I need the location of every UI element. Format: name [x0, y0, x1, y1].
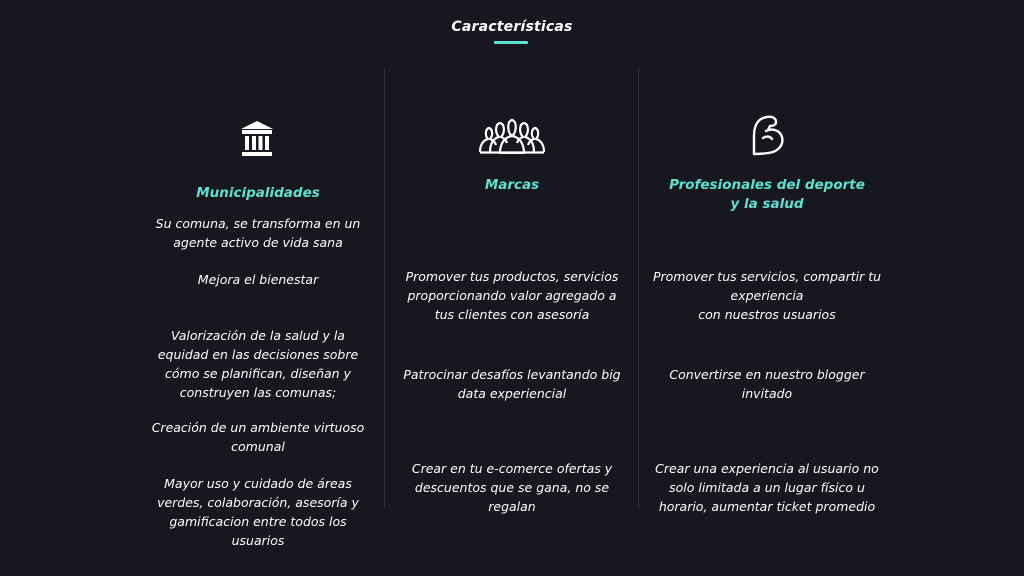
list-item: Mejora el bienestar — [197, 272, 319, 287]
list-item: Mayor uso y cuidado de áreas verdes, col… — [157, 476, 359, 548]
list-item: Promover tus servicios, compartir tu exp… — [652, 269, 882, 322]
list-item: Crear en tu e-comerce ofertas y descuent… — [411, 461, 613, 514]
list-item: Valorización de la salud y la equidad en… — [157, 328, 359, 400]
list-item: Su comuna, se transforma en un agente ac… — [155, 216, 361, 250]
title-underline — [494, 41, 528, 44]
list-item: Patrocinar desafíos levantando big data … — [403, 367, 621, 401]
list-item: Crear una experiencia al usuario no solo… — [655, 461, 879, 514]
column-divider-2 — [638, 68, 639, 508]
section-title: Características — [451, 19, 573, 35]
list-item: Creación de un ambiente virtuoso comunal — [151, 420, 365, 454]
list-item: Promover tus productos, servicios propor… — [405, 269, 619, 322]
column-title-profesionales: Profesionales del deporte y la salud — [669, 177, 865, 212]
people-group-icon — [478, 118, 546, 158]
list-item: Convertirse en nuestro blogger invitado — [669, 367, 865, 401]
flexed-arm-icon — [750, 114, 786, 160]
government-building-icon — [240, 120, 274, 162]
column-title-marcas: Marcas — [484, 177, 540, 193]
column-title-municipalidades: Municipalidades — [196, 185, 320, 201]
column-divider-1 — [384, 68, 385, 508]
